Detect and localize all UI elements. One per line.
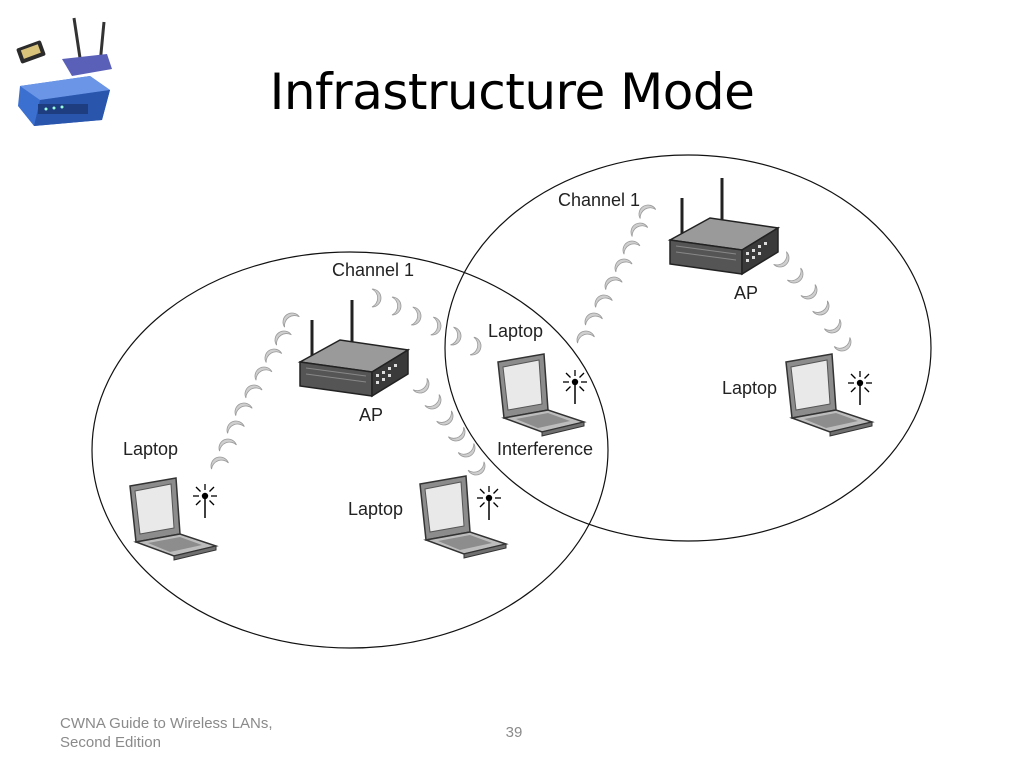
footer-text: CWNA Guide to Wireless LANs, Second Edit… <box>60 715 273 751</box>
laptop-icon <box>785 353 873 437</box>
antenna-burst-icon <box>847 370 873 406</box>
laptop-icon <box>129 477 217 561</box>
radio-wave-icon <box>773 251 855 355</box>
wireless-router-logo-icon <box>16 17 112 126</box>
right-ap-label: AP <box>734 283 759 303</box>
antenna-burst-icon <box>192 483 218 519</box>
radio-wave-icon <box>412 377 489 479</box>
overlap-laptop-label: Laptop <box>488 321 544 341</box>
left-channel-label: Channel 1 <box>332 260 415 280</box>
right-channel-label: Channel 1 <box>558 190 641 210</box>
right-bss-circle <box>444 154 932 542</box>
access-point-icon <box>668 176 780 276</box>
left-bss-circle <box>91 251 609 649</box>
laptop-icon <box>497 353 585 437</box>
left-laptop-label: Laptop <box>123 439 179 459</box>
interference-label: Interference <box>497 439 594 459</box>
page-number: 39 <box>505 724 523 741</box>
radio-wave-icon <box>208 309 300 470</box>
antenna-burst-icon <box>562 369 588 405</box>
laptop-icon <box>419 475 507 559</box>
antenna-burst-icon <box>476 485 502 521</box>
slide-title: Infrastructure Mode <box>269 63 755 121</box>
radio-wave-icon <box>574 201 657 344</box>
left-ap-label: AP <box>359 405 384 425</box>
right-laptop-label: Laptop <box>722 378 778 398</box>
access-point-icon <box>298 298 410 398</box>
bottom-laptop-label: Laptop <box>348 499 404 519</box>
